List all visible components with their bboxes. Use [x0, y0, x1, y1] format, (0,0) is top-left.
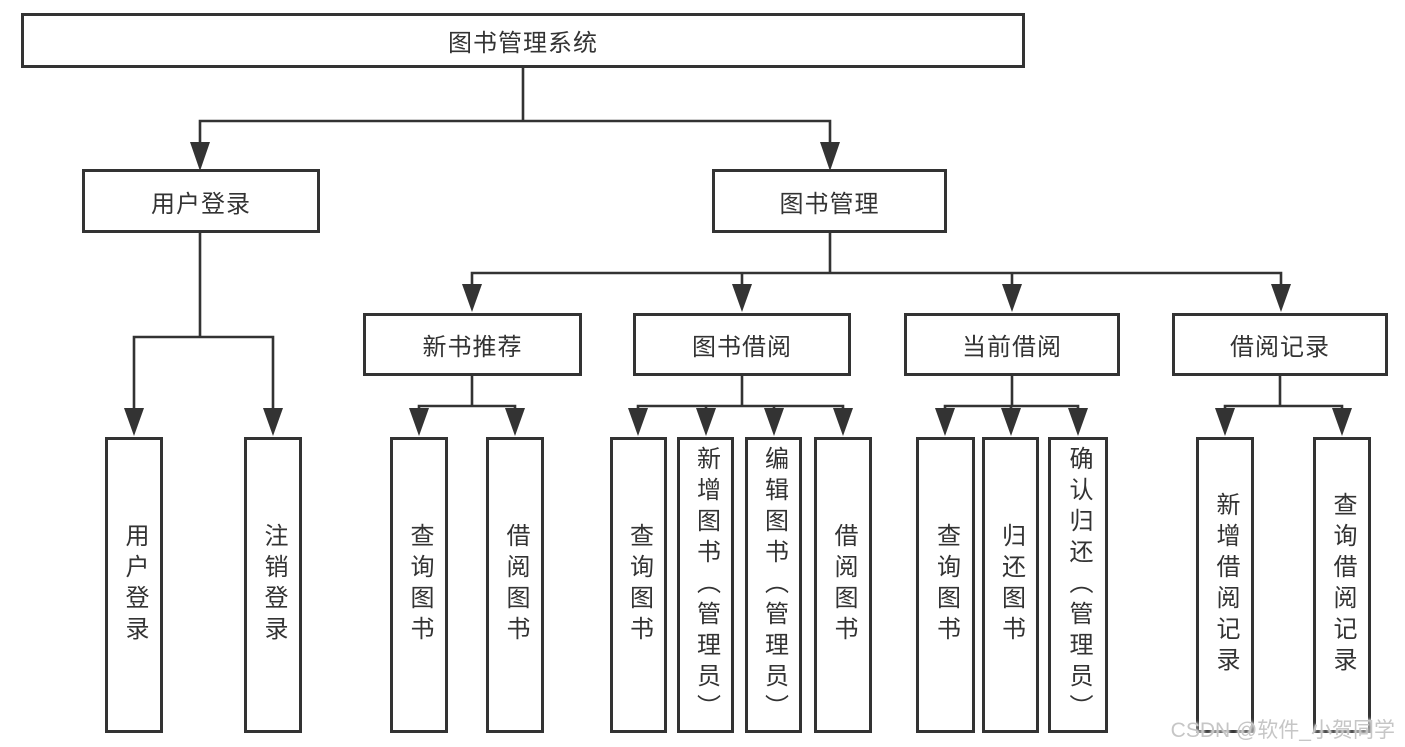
- leaf-records-add-record-label: 新增借阅记录: [1212, 492, 1239, 678]
- leaf-current-query-books-label: 查询图书: [932, 523, 960, 647]
- node-root-label: 图书管理系统: [448, 30, 598, 57]
- csdn-watermark: CSDN @软件_小贺同学: [1170, 719, 1395, 742]
- leaf-records-add-record: 新增借阅记录: [1196, 437, 1254, 733]
- leaf-current-query-books: 查询图书: [916, 437, 975, 733]
- leaf-logout-label: 注销登录: [260, 523, 287, 647]
- leaf-borrow-query-books: 查询图书: [610, 437, 667, 733]
- leaf-rec-query-books-label: 查询图书: [406, 523, 433, 647]
- node-user-login-label: 用户登录: [151, 190, 251, 218]
- leaf-user-login-label: 用户登录: [121, 523, 148, 647]
- leaf-current-return-books-label: 归还图书: [997, 523, 1025, 647]
- node-user-login: 用户登录: [82, 169, 320, 233]
- leaf-borrow-add-books-admin-label: 新增图书（管理员）: [692, 445, 720, 725]
- node-new-book-recommend: 新书推荐: [363, 313, 582, 376]
- leaf-records-query-record-label: 查询借阅记录: [1329, 492, 1356, 678]
- leaf-current-return-books: 归还图书: [982, 437, 1039, 733]
- leaf-borrow-borrow-books: 借阅图书: [814, 437, 872, 733]
- leaf-borrow-borrow-books-label: 借阅图书: [830, 523, 857, 647]
- leaf-borrow-query-books-label: 查询图书: [625, 523, 653, 647]
- node-borrow-records: 借阅记录: [1172, 313, 1388, 376]
- leaf-rec-borrow-books-label: 借阅图书: [502, 523, 529, 647]
- node-book-borrowing: 图书借阅: [633, 313, 851, 376]
- leaf-rec-borrow-books: 借阅图书: [486, 437, 544, 733]
- leaf-borrow-add-books-admin: 新增图书（管理员）: [677, 437, 734, 733]
- node-book-management: 图书管理: [712, 169, 947, 233]
- leaf-rec-query-books: 查询图书: [390, 437, 448, 733]
- node-current-borrowing-label: 当前借阅: [962, 334, 1062, 361]
- leaf-borrow-edit-books-admin: 编辑图书（管理员）: [745, 437, 802, 733]
- node-root-system: 图书管理系统: [21, 13, 1025, 68]
- node-book-management-label: 图书管理: [779, 190, 880, 218]
- leaf-current-confirm-return-admin: 确认归还（管理员）: [1048, 437, 1108, 733]
- node-new-book-recommend-label: 新书推荐: [422, 334, 523, 361]
- leaf-user-login: 用户登录: [105, 437, 163, 733]
- leaf-current-confirm-return-admin-label: 确认归还（管理员）: [1065, 445, 1092, 725]
- node-current-borrowing: 当前借阅: [904, 313, 1120, 376]
- leaf-records-query-record: 查询借阅记录: [1313, 437, 1371, 733]
- node-book-borrowing-label: 图书借阅: [692, 334, 792, 361]
- leaf-logout: 注销登录: [244, 437, 302, 733]
- leaf-borrow-edit-books-admin-label: 编辑图书（管理员）: [760, 445, 788, 725]
- node-borrow-records-label: 借阅记录: [1230, 334, 1330, 361]
